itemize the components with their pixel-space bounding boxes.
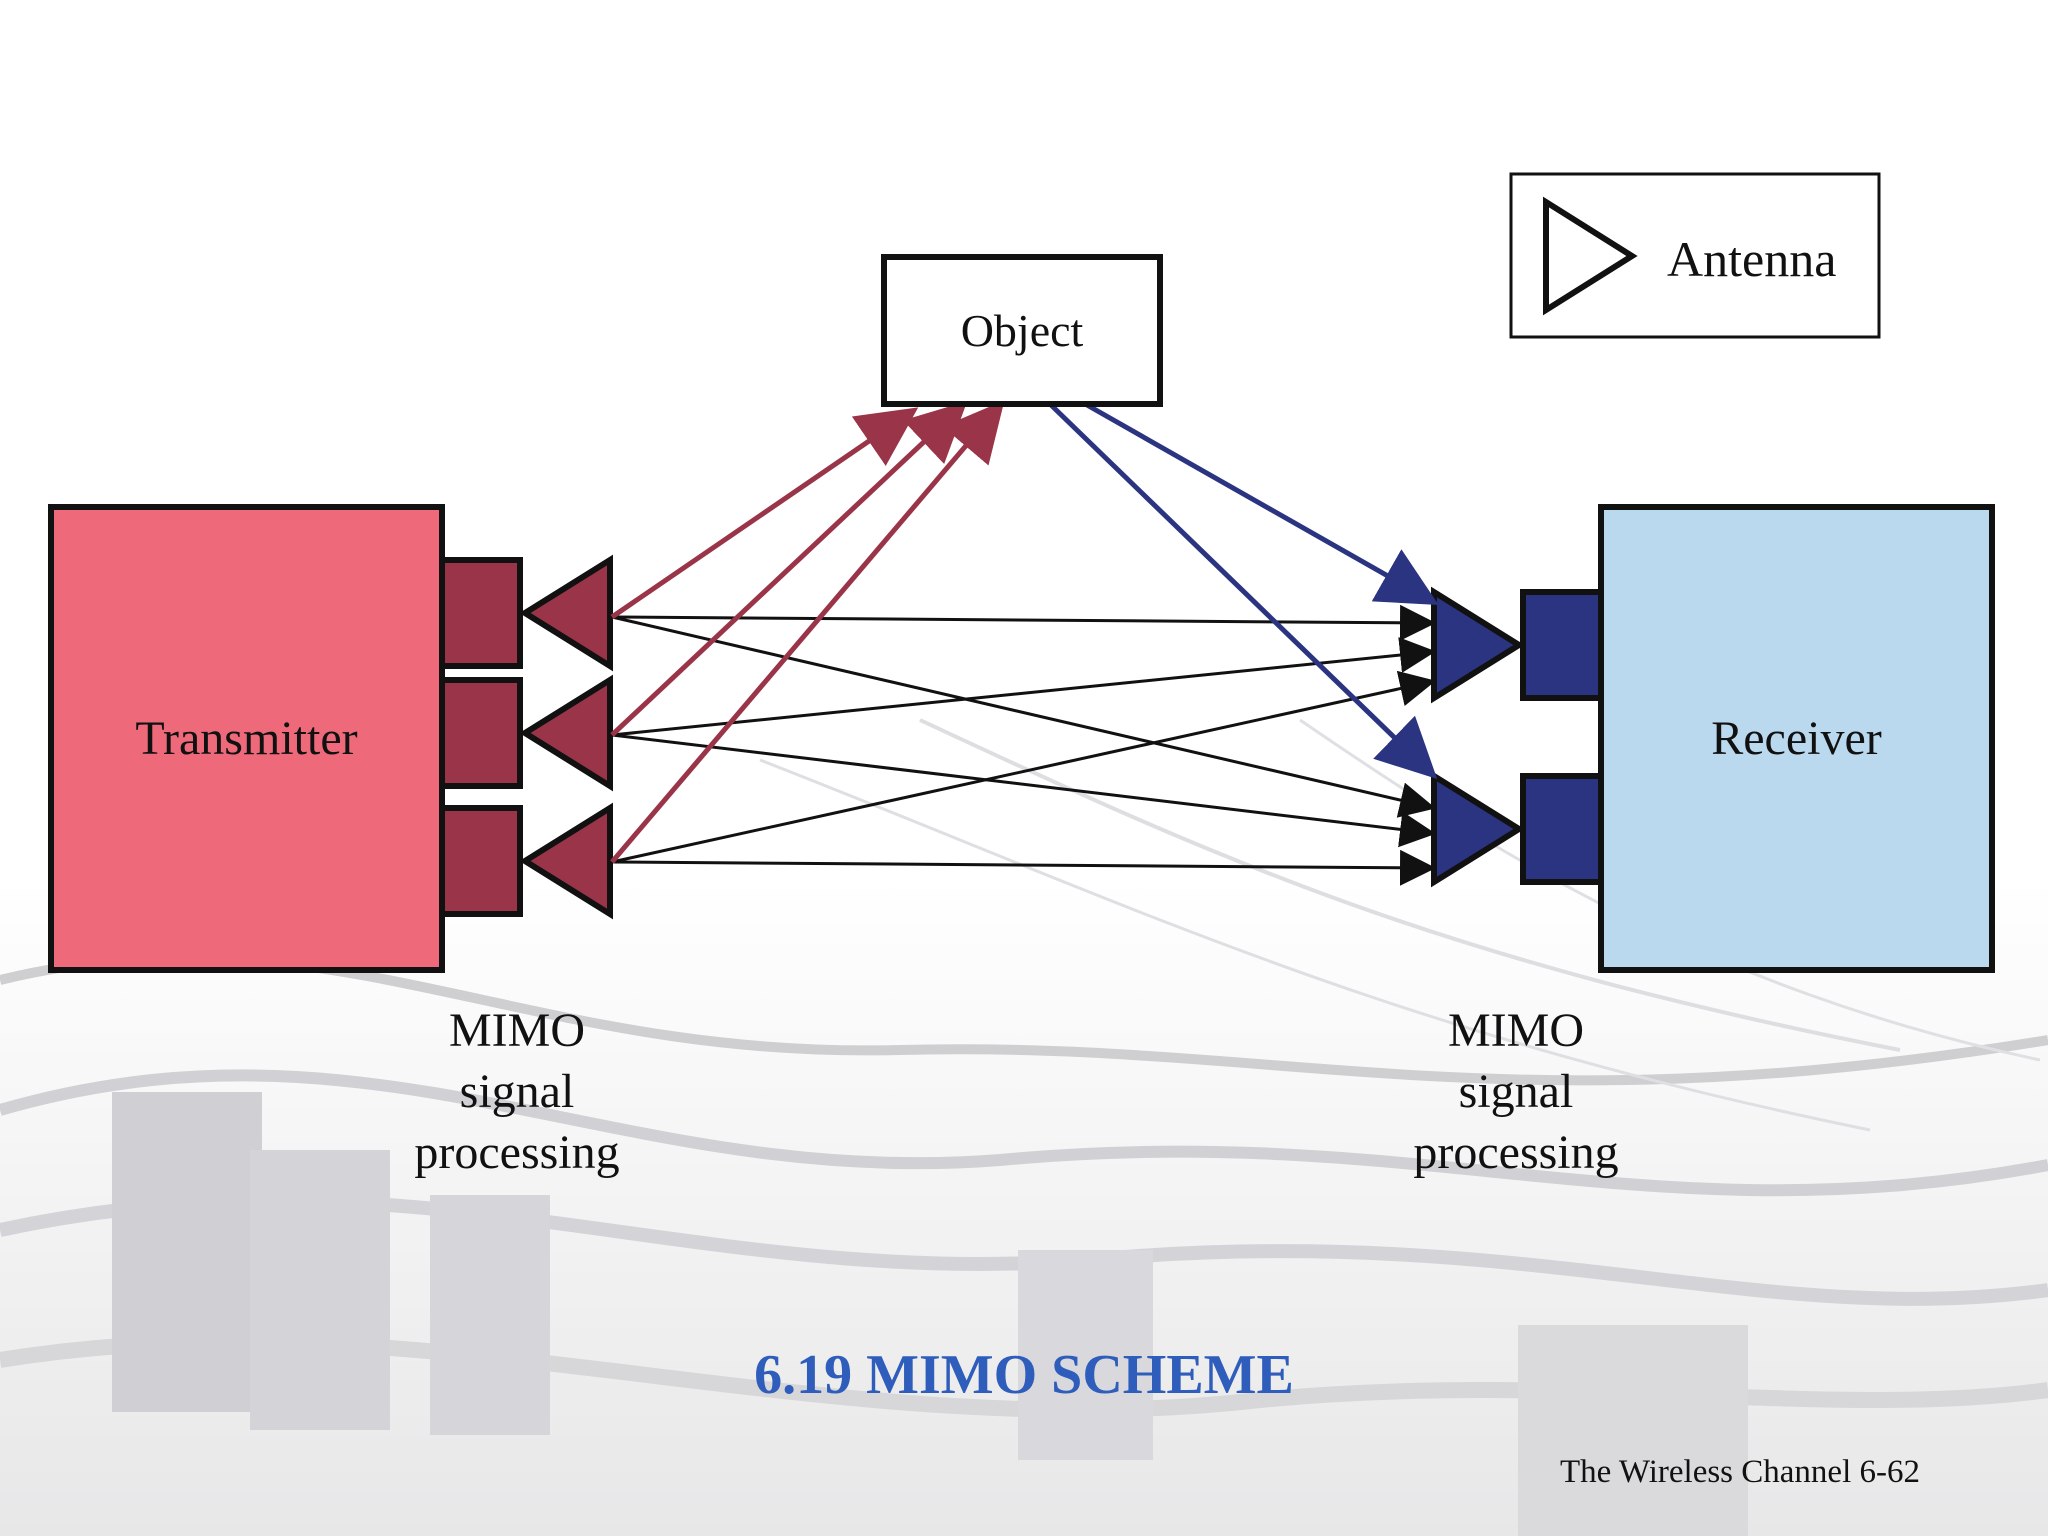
slide-footer: The Wireless Channel 6-62 xyxy=(1559,1454,1920,1490)
reflect-object-rx2 xyxy=(1049,403,1438,779)
link-tx3-rx1 xyxy=(611,670,1436,864)
antenna-legend-icon xyxy=(1543,196,1638,316)
reflect-object-rx1 xyxy=(1085,402,1439,605)
tx-antenna-port-3 xyxy=(439,805,523,917)
rx-processing-label: MIMO signal processing xyxy=(1413,1004,1619,1179)
link-tx2-rx2 xyxy=(611,733,1436,848)
tx-processing-label: MIMO signal processing xyxy=(414,1004,620,1179)
tx-antenna-port-2 xyxy=(439,677,523,789)
object-box xyxy=(881,254,1163,407)
link-tx2-rx1 xyxy=(611,637,1436,737)
tx-antenna-2 xyxy=(519,674,613,792)
tx-antenna-1 xyxy=(519,554,613,672)
receiver-block xyxy=(1598,504,1995,973)
reflect-tx2-object xyxy=(610,401,968,737)
tx-antenna-3 xyxy=(519,802,613,920)
direct-links xyxy=(611,604,1436,886)
reflected-links xyxy=(610,400,1439,864)
transmitter-block xyxy=(48,504,445,973)
link-tx3-rx2 xyxy=(611,849,1436,886)
rx-antenna-1 xyxy=(1431,586,1525,704)
slide-title: 6.19 MIMO SCHEME xyxy=(754,1344,1294,1406)
link-tx1-rx2 xyxy=(611,615,1436,818)
legend-antenna-label: Antenna xyxy=(1667,231,1837,287)
reflect-tx1-object xyxy=(610,407,919,620)
tx-antenna-port-1 xyxy=(439,557,523,669)
link-tx1-rx1 xyxy=(611,604,1436,641)
rx-antenna-port-2 xyxy=(1520,773,1604,885)
reflect-tx3-object xyxy=(610,400,1005,864)
rx-antenna-port-1 xyxy=(1520,589,1604,701)
rx-antenna-2 xyxy=(1431,770,1525,888)
